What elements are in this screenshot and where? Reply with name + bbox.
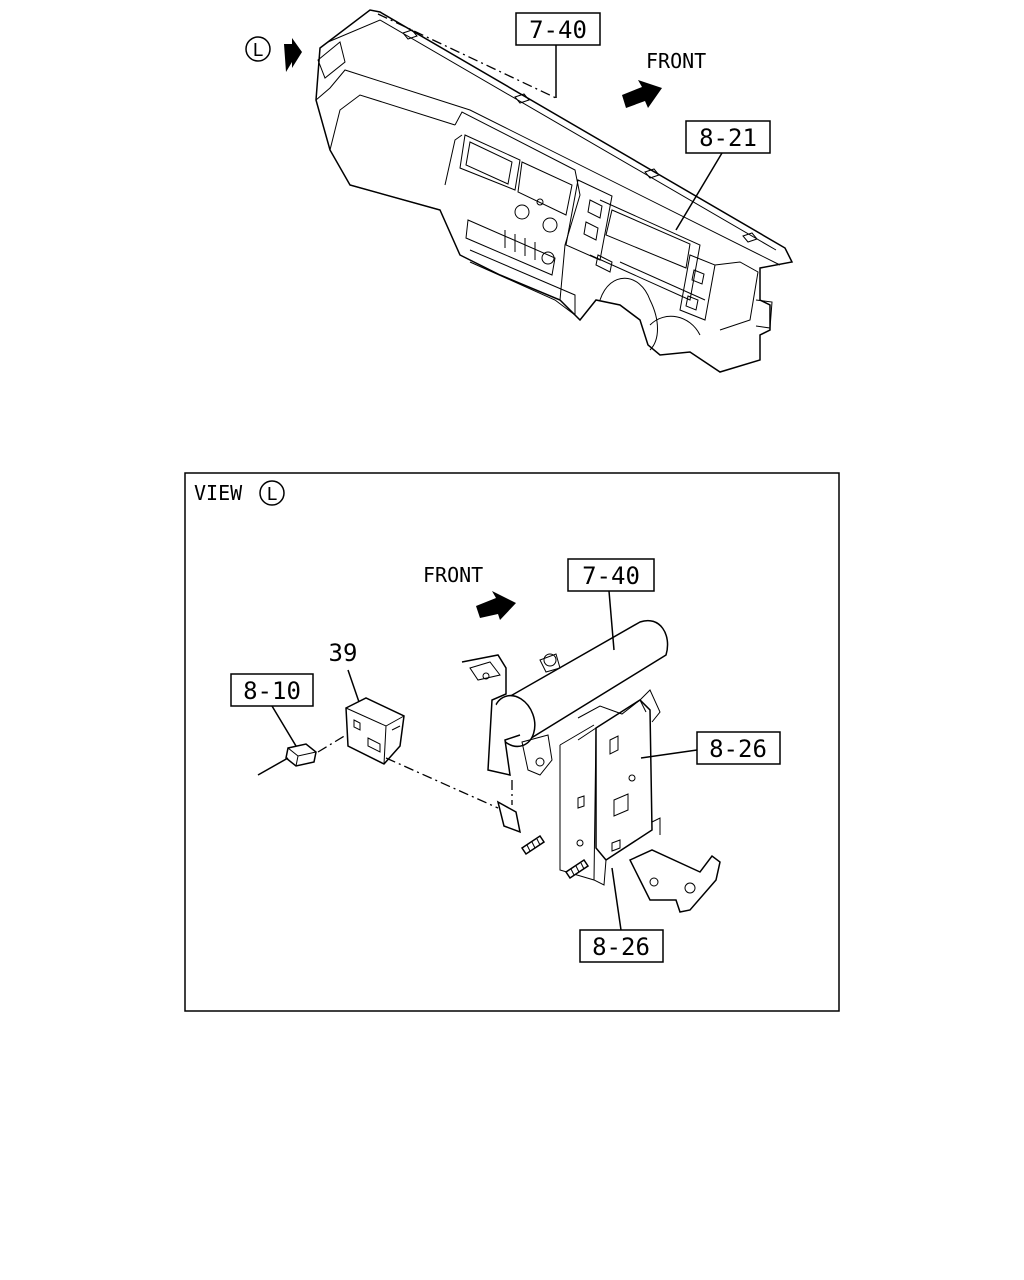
dashboard-body bbox=[315, 9, 794, 373]
dashboard-overview: L bbox=[245, 9, 794, 373]
front-label-detail: FRONT bbox=[423, 563, 483, 587]
connector-8-10 bbox=[257, 734, 347, 776]
view-label: VIEW bbox=[194, 481, 243, 505]
detail-view-title: VIEW L bbox=[194, 480, 285, 506]
detail-view-frame bbox=[184, 472, 840, 1012]
part-label-39: 39 bbox=[329, 639, 360, 703]
front-direction-detail: FRONT bbox=[423, 563, 516, 620]
view-l-marker-letter: L bbox=[253, 40, 264, 61]
callout-7-40-top-label: 7-40 bbox=[529, 16, 587, 44]
callout-8-26-upper: 8-26 bbox=[640, 731, 781, 765]
callout-7-40-top: 7-40 bbox=[515, 12, 601, 98]
front-direction-top: FRONT bbox=[622, 49, 706, 108]
callout-7-40-detail-label: 7-40 bbox=[582, 562, 640, 590]
callout-8-10: 8-10 bbox=[230, 673, 314, 747]
front-arrow-top-icon bbox=[622, 80, 662, 108]
callout-8-21: 8-21 bbox=[675, 120, 771, 231]
view-direction-arrow-icon bbox=[284, 38, 302, 72]
relay-39 bbox=[345, 697, 499, 809]
front-label-top: FRONT bbox=[646, 49, 706, 73]
view-l-letter: L bbox=[267, 484, 278, 505]
bracket-assembly bbox=[461, 619, 721, 913]
view-l-marker-circle bbox=[245, 36, 271, 62]
part-number-39: 39 bbox=[329, 639, 358, 667]
callout-8-26-upper-label: 8-26 bbox=[709, 735, 767, 763]
callout-8-10-label: 8-10 bbox=[243, 677, 301, 705]
callout-8-26-lower: 8-26 bbox=[579, 867, 664, 963]
view-l-circle bbox=[259, 480, 285, 506]
callout-7-40-detail: 7-40 bbox=[567, 558, 655, 651]
callout-8-21-label: 8-21 bbox=[699, 124, 757, 152]
front-arrow-detail-icon bbox=[476, 591, 516, 620]
callout-8-26-lower-label: 8-26 bbox=[592, 933, 650, 961]
